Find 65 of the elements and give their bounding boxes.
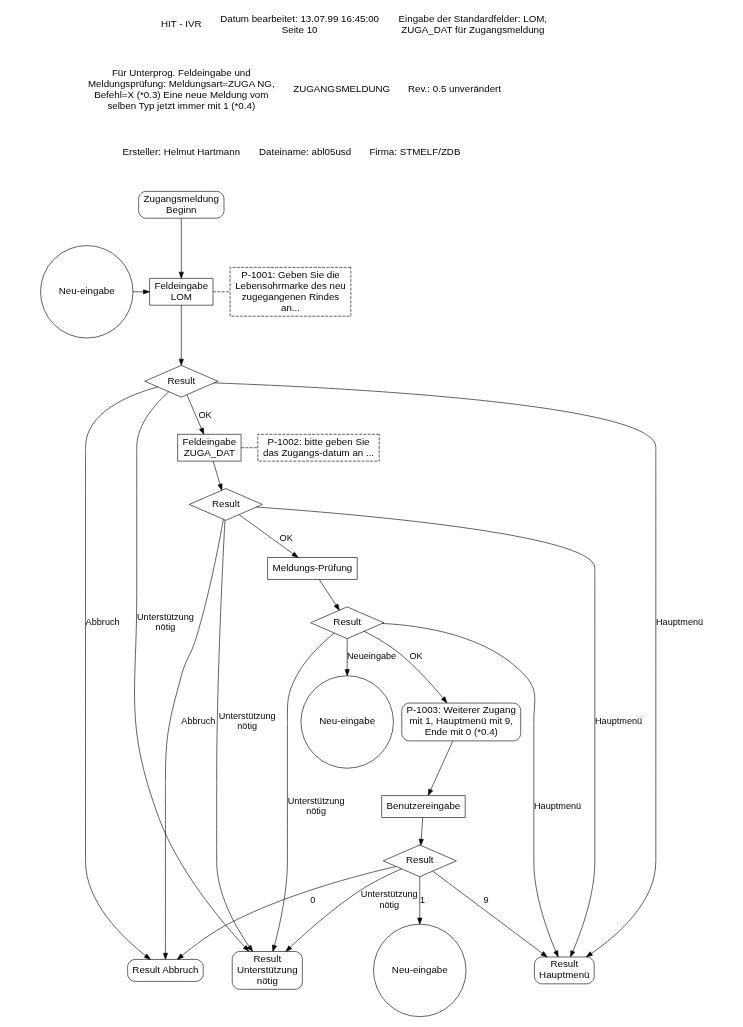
node-box: Feldeingabe ZUGA_DAT (176, 433, 241, 461)
edge-label: OK (409, 650, 423, 661)
node-box: Feldeingabe LOM (148, 277, 213, 305)
arrow (432, 870, 547, 957)
arrow (271, 632, 335, 952)
label: HIT - IVR (160, 17, 202, 29)
arrow (381, 622, 559, 957)
node-circle: Neu-eingabe (372, 923, 466, 1017)
label: Rev.: 0.5 unverändert (407, 82, 501, 94)
arrow (212, 460, 222, 491)
arrow (418, 816, 424, 846)
arrow (344, 637, 350, 676)
arrow (238, 513, 298, 558)
edge-label: Unterstützung nötig (136, 611, 194, 632)
arrow (133, 391, 249, 952)
node-box: Result Unterstützung nötig (231, 950, 303, 990)
node-box: Zugangsmeldung Beginn (137, 190, 224, 218)
edge-label: 1 (419, 894, 425, 905)
node-circle: Neu-eingabe (300, 674, 394, 769)
edge-label: Unterstützung nötig (360, 888, 418, 910)
arrow (255, 506, 595, 957)
label: Ersteller: Helmut Hartmann (122, 145, 240, 157)
edge-label: OK (279, 532, 293, 543)
node-box: Result Hauptmenü (533, 956, 594, 984)
node-box: P-1001: Geben Sie die Lebensohrmarke des neu zugegangenen Rindes an... (229, 266, 351, 316)
node-diamond: Result (309, 606, 384, 639)
edge-label: Hauptmenü (533, 800, 581, 811)
label: Firma: STMELF/ZDB (368, 145, 460, 157)
node-circle: Neu-eingabe (39, 244, 133, 338)
node-box: Meldungs-Prüfung (266, 556, 358, 580)
edge-label: OK (197, 409, 212, 420)
arrow (178, 217, 184, 279)
label: Dateiname: abl05usd (258, 145, 351, 157)
edge-label: Hauptmenü (655, 616, 703, 627)
label: ZUGANGSMELDUNG (292, 82, 390, 94)
node-diamond: Result (188, 487, 263, 521)
node-diamond: Result (143, 364, 218, 397)
node-box: Benutzereingabe (380, 794, 465, 818)
arrow (176, 865, 396, 960)
arrow (215, 519, 253, 952)
edge-label: Neueingabe (346, 650, 396, 661)
arrow (363, 630, 447, 703)
arrow (318, 578, 340, 611)
node-box: Result Abbruch (126, 958, 204, 982)
node-box: P-1003: Weiterer Zugang mit 1, Hauptmenü mit 9, Ende mit 0 (*0.4) (400, 702, 521, 741)
edge-label: Hauptmenü (594, 715, 642, 726)
arrow (178, 304, 184, 366)
arrow (84, 386, 158, 960)
arrow (427, 740, 453, 796)
edge-label: 0 (309, 894, 315, 905)
edge-label: Unterstützung nötig (287, 795, 344, 816)
label: Für Unterprog. Feldeingabe und Meldungsprüfung: Meldungsart=ZUGA NG, Befehl=X (*0.3) Eine neue Meldung vom selben Typ jetzt immer mit 1 (*0.4) (87, 66, 275, 111)
edge-label: 9 (482, 894, 488, 905)
arrow (285, 868, 402, 952)
label: Datum bearbeitet: 13.07.99 16:45:00 Seite 10 (219, 12, 379, 35)
arrow (416, 875, 422, 924)
edge-label: Abbruch (180, 715, 215, 726)
arrow (132, 288, 150, 294)
arrow (186, 393, 204, 435)
node-diamond: Result (382, 844, 457, 877)
edge-label: Unterstützung nötig (218, 710, 276, 731)
label: Eingabe der Standardfelder: LOM, ZUGA_DAT für Zugangsmeldung (398, 12, 547, 35)
arrow (213, 382, 656, 957)
node-box: P-1002: bitte geben Sie das Zugangs-datum an ... (257, 433, 380, 461)
arrow (162, 518, 224, 960)
